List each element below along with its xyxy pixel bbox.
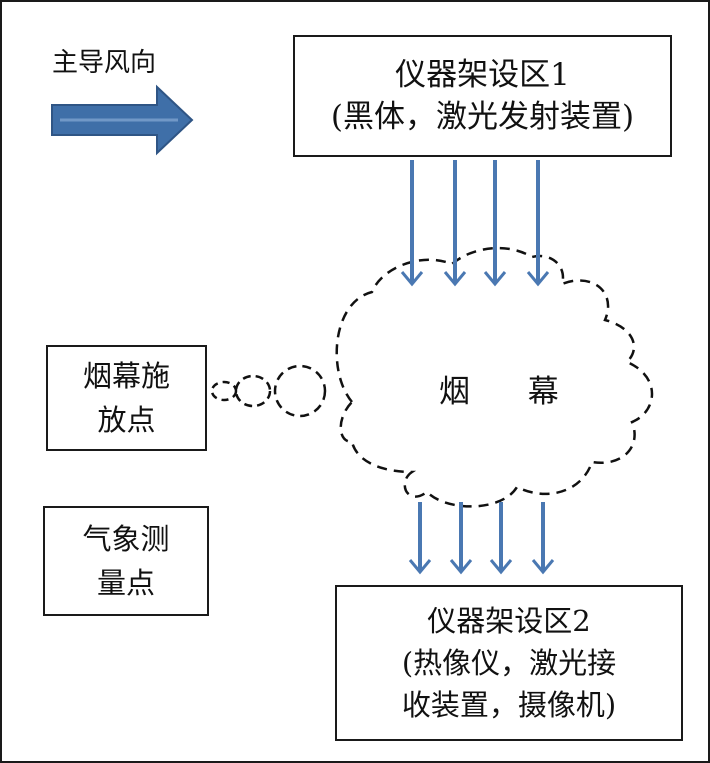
release-point-line-1: 烟幕施 [82, 359, 170, 393]
station-2-title: 仪器架设区2 [427, 604, 591, 638]
wind-direction-arrow-icon [51, 84, 194, 156]
smoke-puff-icon [273, 364, 327, 418]
wind-direction-label: 主导风向 [52, 48, 157, 78]
release-point-line-2: 放点 [97, 403, 156, 437]
station-2-detail-2: 收装置，摄像机) [401, 688, 617, 722]
weather-point-line-1: 气象测 [82, 522, 170, 556]
station-2-detail-1: (热像仪，激光接 [401, 646, 617, 680]
smoke-release-point-box: 烟幕施 放点 [46, 345, 207, 451]
smoke-label-char-1: 烟 [439, 374, 470, 410]
smoke-cloud-icon [335, 246, 654, 508]
station-1-detail: (黑体，激光发射装置) [330, 99, 635, 135]
instrument-station-1-box: 仪器架设区1 (黑体，激光发射装置) [293, 35, 672, 157]
weather-measurement-point-box: 气象测 量点 [43, 506, 209, 616]
station-1-title: 仪器架设区1 [395, 57, 570, 93]
weather-point-line-2: 量点 [96, 566, 155, 600]
smoke-puff-icon [210, 380, 238, 402]
smoke-label-char-2: 幕 [527, 374, 559, 410]
smoke-screen-label: 烟 幕 [439, 366, 559, 411]
instrument-station-2-box: 仪器架设区2 (热像仪，激光接 收装置，摄像机) [335, 585, 683, 741]
smoke-puff-icon [234, 374, 272, 408]
